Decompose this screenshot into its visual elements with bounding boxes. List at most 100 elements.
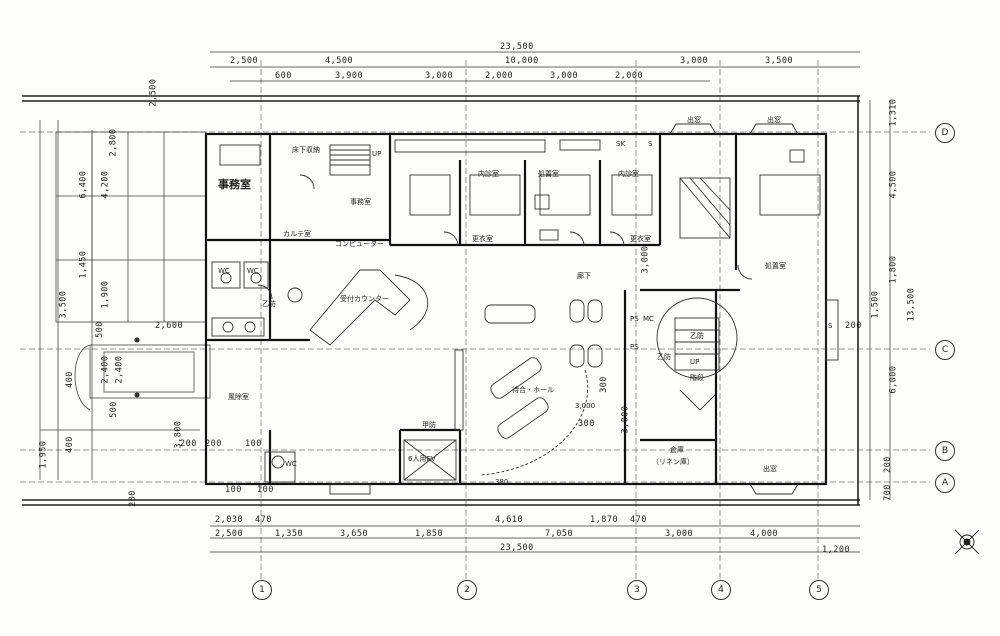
dim-top: 3,000 xyxy=(425,71,454,81)
dim-right: 1,310 xyxy=(888,98,899,127)
dim-misc: 200 xyxy=(127,490,138,507)
dim-right: 200 xyxy=(882,456,893,473)
dim-bottom: 1,350 xyxy=(275,529,304,539)
dim-bottom: 1,870 xyxy=(590,515,619,525)
grid-bubble-4: 4 xyxy=(711,580,731,600)
room-up: UP xyxy=(372,150,382,158)
dim-left: 200 xyxy=(205,439,222,449)
dim-bottom: 470 xyxy=(630,515,647,525)
dim-top-total: 23,500 xyxy=(500,42,534,52)
room-fire-door: 乙防 xyxy=(657,353,671,361)
dim-right: 700 xyxy=(882,484,893,501)
dim-top: 3,900 xyxy=(335,71,364,81)
dim-misc: 2,500 xyxy=(148,78,159,107)
room-reception: 受付カウンター xyxy=(340,295,389,303)
compass-icon xyxy=(954,529,980,555)
dim-left: 3,500 xyxy=(58,290,69,319)
dim-misc: 100 xyxy=(257,485,274,495)
dim-top: 10,000 xyxy=(505,56,539,66)
dim-misc: 3,000 xyxy=(620,405,631,434)
dim-left: 2,400 xyxy=(114,355,125,384)
dim-bottom: 470 xyxy=(255,515,272,525)
dim-left: 2,400 xyxy=(100,355,111,384)
room-bay-window: 出窓 xyxy=(767,116,781,124)
dim-top: 2,000 xyxy=(615,71,644,81)
dim-bottom: 1,200 xyxy=(822,545,851,555)
room-bay-window: 出窓 xyxy=(763,465,777,473)
room-exam: 内診室 xyxy=(478,170,499,178)
dim-right: 13,500 xyxy=(906,287,917,322)
dim-left: 1,900 xyxy=(100,280,111,309)
dim-arc: 380 xyxy=(495,478,509,486)
dim-right: 6,000 xyxy=(888,365,899,394)
room-wc: WC xyxy=(218,267,230,275)
room-linen: （リネン庫） xyxy=(652,458,694,466)
grid-bubble-A: A xyxy=(935,473,955,493)
grid-bubble-5: 5 xyxy=(809,580,829,600)
dim-misc: 3,800 xyxy=(173,420,184,449)
room-storage: 床下収納 xyxy=(292,146,320,154)
dim-bottom: 3,000 xyxy=(665,529,694,539)
dim-left: 4,200 xyxy=(100,170,111,199)
room-ps: PS xyxy=(630,315,639,323)
room-stair: 階段 xyxy=(690,374,704,382)
room-recovery: 処置室 xyxy=(765,262,786,270)
dim-left: 100 xyxy=(225,485,242,495)
grid-bubble-2: 2 xyxy=(457,580,477,600)
room-mc: MC xyxy=(643,315,654,323)
dim-top: 3,000 xyxy=(680,56,709,66)
room-stair-up: UP xyxy=(690,358,700,366)
dim-left: 400 xyxy=(64,371,75,388)
dim-arc: 3,000 xyxy=(575,402,596,410)
dim-bottom: 7,050 xyxy=(545,529,574,539)
dim-bottom: 4,000 xyxy=(750,529,779,539)
dim-bottom: 2,500 xyxy=(215,529,244,539)
dim-bottom-total: 23,500 xyxy=(500,543,534,553)
grid-bubble-3: 3 xyxy=(627,580,647,600)
dim-misc: 100 xyxy=(245,439,262,449)
room-clerk: 事務室 xyxy=(350,198,371,206)
room-wc: WC xyxy=(285,460,297,468)
room-s: S xyxy=(648,140,653,148)
dim-bottom: 1,850 xyxy=(415,529,444,539)
dim-left: 1,450 xyxy=(78,250,89,279)
grid-bubble-B: B xyxy=(935,441,955,461)
room-bay-window: 出窓 xyxy=(687,116,701,124)
grid-bubble-1: 1 xyxy=(252,580,272,600)
dim-right: 1,800 xyxy=(888,255,899,284)
room-treatment: 処置室 xyxy=(538,170,559,178)
dim-misc: 2,800 xyxy=(108,128,119,157)
dim-left: 6,400 xyxy=(78,170,89,199)
dim-misc: 3,000 xyxy=(640,245,651,274)
dim-misc: 300 xyxy=(598,376,609,393)
room-changing: 更衣室 xyxy=(630,235,651,243)
dim-top: 4,500 xyxy=(325,56,354,66)
dim-bottom: 4,610 xyxy=(495,515,524,525)
dim-misc: 2,600 xyxy=(155,321,184,331)
room-fire-door: 乙防 xyxy=(262,300,276,308)
dim-left: 200 xyxy=(180,439,197,449)
dim-left: 1,950 xyxy=(38,440,49,469)
dim-left: 500 xyxy=(94,321,105,338)
room-ps: PS xyxy=(630,343,639,351)
grid-bubble-C: C xyxy=(935,340,955,360)
room-fire-door: 甲防 xyxy=(422,421,436,429)
grid-bubble-D: D xyxy=(935,123,955,143)
room-s: S xyxy=(828,322,833,330)
dim-bottom: 3,650 xyxy=(340,529,369,539)
room-vestibule: 風除室 xyxy=(228,393,249,401)
dim-top: 600 xyxy=(275,71,292,81)
room-chart: カルテ室 xyxy=(283,230,311,238)
dim-right: 4,500 xyxy=(888,170,899,199)
room-exam: 内診室 xyxy=(618,170,639,178)
room-changing: 更衣室 xyxy=(472,235,493,243)
room-office: 事務室 xyxy=(218,178,251,191)
dim-top: 3,000 xyxy=(550,71,579,81)
dim-misc: 300 xyxy=(578,419,595,429)
room-elevator: 6人用EV xyxy=(408,455,436,463)
dim-misc: 200 xyxy=(845,321,862,331)
dim-bottom: 2,030 xyxy=(215,515,244,525)
room-wc: WC xyxy=(247,267,259,275)
